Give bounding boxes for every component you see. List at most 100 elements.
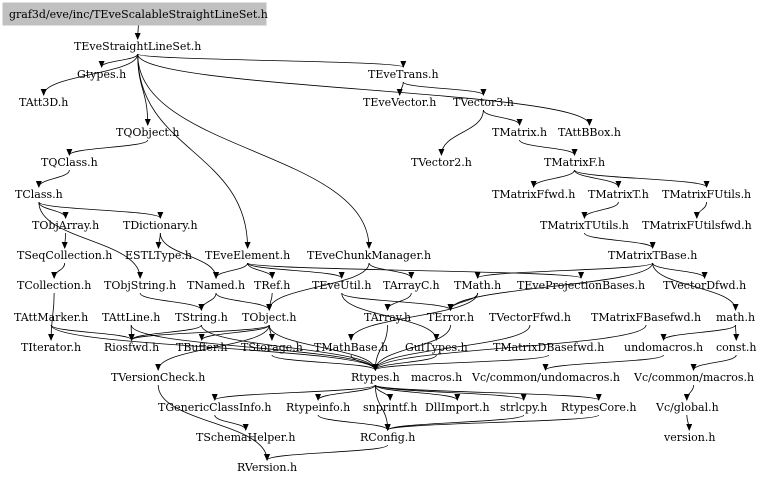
node-evetrans[interactable]: TEveTrans.h	[368, 68, 439, 81]
node-vcundomacros[interactable]: Vc/common/undomacros.h	[471, 371, 620, 384]
node-objstring[interactable]: TObjString.h	[104, 279, 176, 292]
node-gtypes[interactable]: Gtypes.h	[77, 68, 126, 81]
node-rtypes[interactable]: Rtypes.h	[351, 371, 400, 384]
node-matrixdbasefwd[interactable]: TMatrixDBasefwd.h	[493, 341, 604, 354]
node-straight[interactable]: TEveStraightLineSet.h	[74, 40, 201, 53]
node-seqcollection[interactable]: TSeqCollection.h	[17, 249, 112, 262]
node-genericclassinfo[interactable]: TGenericClassInfo.h	[158, 401, 271, 414]
node-matrixf[interactable]: TMatrixF.h	[544, 156, 605, 169]
edge-named-to-object	[215, 292, 273, 311]
edge-eveelement-to-eveprojectionbases	[247, 262, 584, 279]
node-rtypescore[interactable]: RtypesCore.h	[561, 401, 637, 414]
node-qobject[interactable]: TQObject.h	[116, 126, 180, 139]
edge-straight-to-evechunkmanager	[137, 53, 373, 249]
node-iterator[interactable]: TIterator.h	[21, 341, 81, 354]
node-attbbox[interactable]: TAttBBox.h	[558, 126, 621, 139]
node-estltype[interactable]: ESTLType.h	[125, 249, 192, 262]
node-vector2[interactable]: TVector2.h	[411, 156, 472, 169]
edge-matrixtbase-to-error	[447, 262, 654, 311]
edge-eveutil-to-error	[341, 292, 454, 311]
node-string[interactable]: TString.h	[175, 311, 228, 324]
node-named[interactable]: TNamed.h	[187, 279, 245, 292]
edge-seqcollection-to-collection	[51, 262, 66, 279]
node-matrixffwd[interactable]: TMatrixFfwd.h	[492, 188, 575, 201]
edge-undomacros-to-vcundomacros	[542, 354, 664, 371]
node-strlcpy[interactable]: strlcpy.h	[500, 401, 547, 414]
node-versioncheck[interactable]: TVersionCheck.h	[111, 371, 205, 384]
node-attmarker[interactable]: TAttMarker.h	[14, 311, 88, 324]
node-arrayc[interactable]: TArrayC.h	[383, 279, 440, 292]
node-object[interactable]: TObject.h	[242, 311, 296, 324]
edge-straight-to-evetrans	[137, 53, 407, 68]
node-att3d[interactable]: TAtt3D.h	[19, 96, 68, 109]
node-vectorffwd[interactable]: TVectorFfwd.h	[489, 311, 571, 324]
node-matrixfutilsfwd[interactable]: TMatrixFUtilsfwd.h	[642, 219, 752, 232]
node-riosfwd[interactable]: Riosfwd.h	[104, 341, 159, 354]
node-tclass[interactable]: TClass.h	[15, 188, 63, 201]
node-eveutil[interactable]: TEveUtil.h	[312, 279, 371, 292]
node-guitypes[interactable]: GuiTypes.h	[405, 341, 468, 354]
node-mathh[interactable]: math.h	[716, 311, 755, 324]
node-matrixfbasefwd[interactable]: TMatrixFBasefwd.h	[591, 311, 701, 324]
node-qclass[interactable]: TQClass.h	[41, 156, 98, 169]
edge-rtypeinfo-to-rconfig	[317, 414, 391, 431]
node-rtypeinfo[interactable]: Rtypeinfo.h	[286, 401, 350, 414]
node-ref[interactable]: TRef.h	[254, 279, 290, 292]
node-undomacros[interactable]: undomacros.h	[624, 341, 703, 354]
node-rconfig[interactable]: RConfig.h	[360, 431, 415, 444]
node-macros[interactable]: macros.h	[411, 371, 462, 384]
edge-mathh-to-consth	[733, 324, 740, 341]
node-eveprojectionbases[interactable]: TEveProjectionBases.h	[517, 279, 645, 292]
edge-rtypes-to-genericclassinfo	[211, 384, 376, 401]
node-buffer[interactable]: TBuffer.h	[176, 341, 227, 354]
node-version[interactable]: version.h	[663, 431, 715, 444]
node-attline[interactable]: TAttLine.h	[102, 311, 160, 324]
node-vector3[interactable]: TVector3.h	[453, 96, 514, 109]
node-error[interactable]: TError.h	[427, 311, 474, 324]
edge-versioncheck-to-rversion	[157, 384, 271, 461]
node-snprintf[interactable]: snprintf.h	[363, 401, 417, 414]
edge-matrixtbase-to-math	[474, 262, 654, 279]
node-dictionary[interactable]: TDictionary.h	[123, 219, 198, 232]
edge-straight-to-attbbox	[137, 53, 593, 126]
dependency-edges	[35, 21, 740, 461]
edge-straight-to-qobject	[137, 53, 151, 126]
node-storage[interactable]: TStorage.h	[241, 341, 303, 354]
edge-vector3-to-matrix	[483, 109, 523, 126]
edge-object-to-rtypes	[268, 324, 379, 371]
node-eveelement[interactable]: TEveElement.h	[205, 249, 290, 262]
edge-vcmacros-to-vcglobal	[683, 384, 694, 401]
node-matrixtbase[interactable]: TMatrixTBase.h	[608, 249, 697, 262]
edge-matrixtbase-to-vectordfwd	[652, 262, 708, 279]
node-vcglobal[interactable]: Vc/global.h	[655, 401, 719, 414]
edge-matrix-to-matrixf	[519, 139, 578, 156]
edge-eveelement-to-eveutil	[247, 262, 345, 279]
node-schemahelper[interactable]: TSchemaHelper.h	[196, 431, 295, 444]
node-evechunkmanager[interactable]: TEveChunkManager.h	[307, 249, 431, 262]
node-collection[interactable]: TCollection.h	[17, 279, 91, 292]
edge-dictionary-to-named	[159, 232, 220, 279]
edge-consth-to-vcmacros	[690, 354, 737, 371]
edge-strlcpy-to-rconfig	[384, 414, 525, 431]
node-math[interactable]: TMath.h	[454, 279, 501, 292]
edge-straight-to-att3d	[40, 53, 139, 96]
edge-rconfig-to-rversion	[264, 444, 389, 461]
node-rversion[interactable]: RVersion.h	[237, 461, 297, 474]
node-mathbase[interactable]: TMathBase.h	[314, 341, 388, 354]
edge-math-to-mathbase	[348, 292, 479, 341]
node-objarray[interactable]: TObjArray.h	[32, 219, 99, 232]
node-evevector[interactable]: TEveVector.h	[363, 96, 436, 109]
node-vcmacros[interactable]: Vc/common/macros.h	[633, 371, 754, 384]
node-dllimport[interactable]: DllImport.h	[425, 401, 490, 414]
node-matrixtutils[interactable]: TMatrixTUtils.h	[540, 219, 629, 232]
node-array[interactable]: TArray.h	[364, 311, 411, 324]
node-root[interactable]: graf3d/eve/inc/TEveScalableStraightLineS…	[9, 8, 268, 21]
node-matrixt[interactable]: TMatrixT.h	[588, 188, 649, 201]
node-matrixfutils[interactable]: TMatrixFUtils.h	[662, 188, 751, 201]
edge-matrixfutils-to-matrixfutilsfwd	[693, 201, 707, 219]
edge-genericclassinfo-to-schemahelper	[214, 414, 249, 431]
edge-vectorffwd-to-rtypes	[372, 324, 531, 371]
node-consth[interactable]: const.h	[716, 341, 757, 354]
node-vectordfwd[interactable]: TVectorDfwd.h	[663, 279, 746, 292]
node-matrix[interactable]: TMatrix.h	[492, 126, 547, 139]
